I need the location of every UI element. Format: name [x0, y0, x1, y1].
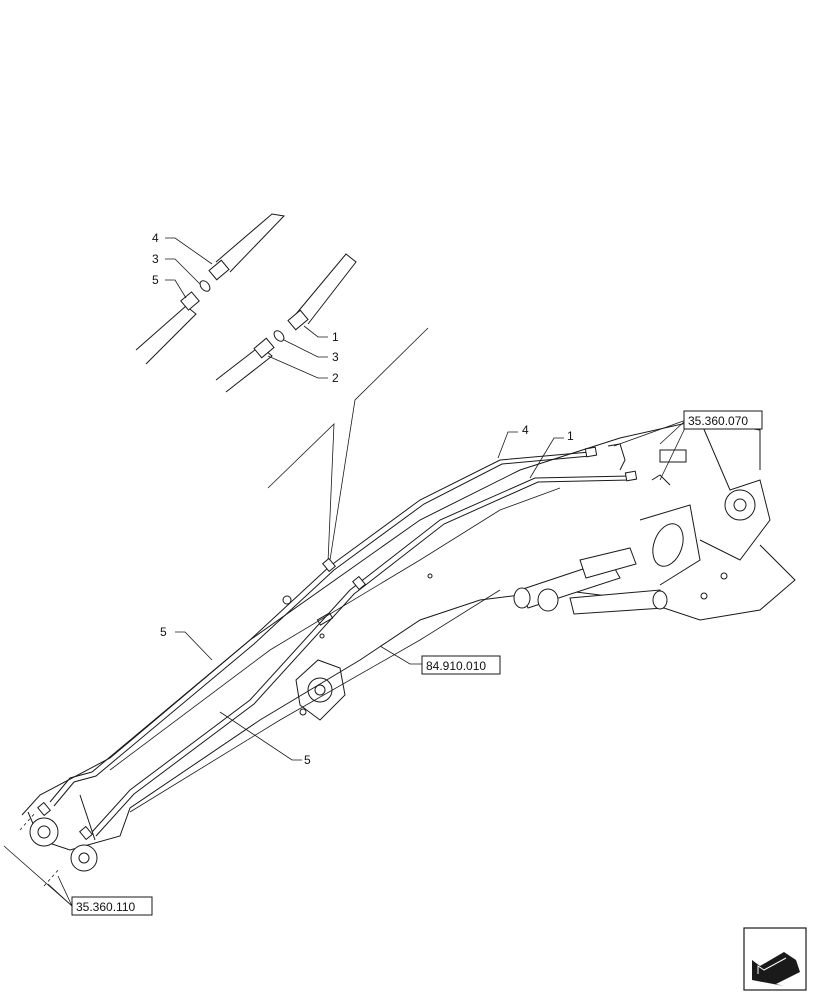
arrow-left-down-icon[interactable] — [743, 927, 807, 991]
callout-boom-1: 1 — [567, 429, 574, 443]
ref-box-35-360-070[interactable]: 35.360.070 — [683, 410, 763, 430]
ref-box-35-360-110[interactable]: 35.360.110 — [71, 896, 153, 916]
svg-text:35.360.070: 35.360.070 — [688, 414, 748, 428]
svg-text:84.910.010: 84.910.010 — [426, 659, 486, 673]
callout-boom-4: 4 — [522, 423, 529, 437]
callout-detail-1: 1 — [332, 330, 339, 344]
boom-leaders — [3, 419, 687, 907]
ref-box-84-910-010[interactable]: 84.910.010 — [421, 655, 501, 675]
callout-boom-5-lower: 5 — [304, 753, 311, 767]
callout-detail-5: 5 — [152, 273, 159, 287]
fitting-detail — [135, 213, 357, 393]
hydraulic-lines — [19, 443, 687, 887]
callout-detail-3-lower: 3 — [332, 350, 339, 364]
callout-boom-5-upper: 5 — [160, 625, 167, 639]
svg-text:35.360.110: 35.360.110 — [76, 900, 135, 914]
callout-detail-4: 4 — [152, 231, 159, 245]
callout-detail-2: 2 — [332, 371, 339, 385]
detail-leaders — [165, 237, 328, 379]
excavator-boom — [21, 419, 796, 872]
detail-pointer-lines — [267, 327, 429, 563]
callout-detail-3-upper: 3 — [152, 252, 159, 266]
